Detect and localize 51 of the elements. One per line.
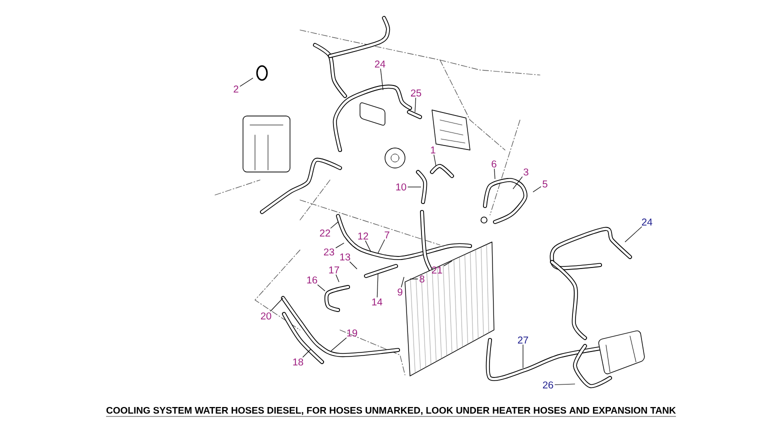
callout-number: 7 xyxy=(384,232,390,238)
leader-line xyxy=(400,276,404,288)
callout-number: 19 xyxy=(347,329,358,337)
callout-number: 17 xyxy=(329,266,340,274)
callout-number: 26 xyxy=(542,381,554,389)
leader-line xyxy=(494,168,496,180)
leader-line xyxy=(317,284,326,292)
leader-line xyxy=(434,154,436,166)
callout-number: 6 xyxy=(492,160,496,168)
leader-line xyxy=(365,240,372,252)
leader-line xyxy=(302,348,312,358)
callout-number: 9 xyxy=(398,288,402,296)
caption: COOLING SYSTEM WATER HOSES DIESEL, FOR HOSES UNMARKED, LOOK UNDER HEATER HOSES AND EXPANSION TANK xyxy=(106,406,676,417)
leader-line xyxy=(335,242,344,248)
leader-line xyxy=(330,222,338,229)
leader-line xyxy=(414,97,416,112)
callout-number: 25 xyxy=(410,89,422,97)
leader-line xyxy=(270,298,284,312)
leader-line xyxy=(522,344,524,368)
leader-line xyxy=(407,186,422,188)
callout-number: 10 xyxy=(396,183,406,191)
callout-number: 3 xyxy=(524,168,528,176)
leader-line xyxy=(380,68,384,90)
leader-line xyxy=(378,239,385,254)
leader-line xyxy=(624,226,642,242)
callout-number: 5 xyxy=(542,180,548,188)
leader-line xyxy=(349,261,358,270)
callout-number: 21 xyxy=(432,266,442,274)
leader-line xyxy=(512,176,523,190)
callout-number: 24 xyxy=(374,60,386,68)
callout-number: 12 xyxy=(358,232,368,240)
leader-line xyxy=(554,384,576,386)
callout-number: 16 xyxy=(307,276,318,284)
leader-line xyxy=(443,260,452,266)
leader-line xyxy=(532,186,542,192)
leader-line xyxy=(410,278,418,280)
callout-number: 8 xyxy=(420,275,424,283)
callout-number: 27 xyxy=(518,336,528,344)
callout-number: 13 xyxy=(340,253,350,261)
callout-number: 22 xyxy=(320,230,330,236)
callout-number: 2 xyxy=(234,86,238,92)
callout-number: 18 xyxy=(293,358,304,366)
callout-number: 24 xyxy=(642,218,652,226)
callout-number: 14 xyxy=(372,298,382,306)
leader-line xyxy=(330,337,347,352)
callout-number: 23 xyxy=(324,248,334,256)
leader-line xyxy=(336,274,340,282)
callout-number: 20 xyxy=(260,312,272,320)
leader-line xyxy=(240,78,254,87)
leader-line xyxy=(376,274,378,298)
callout-number: 1 xyxy=(431,146,436,154)
